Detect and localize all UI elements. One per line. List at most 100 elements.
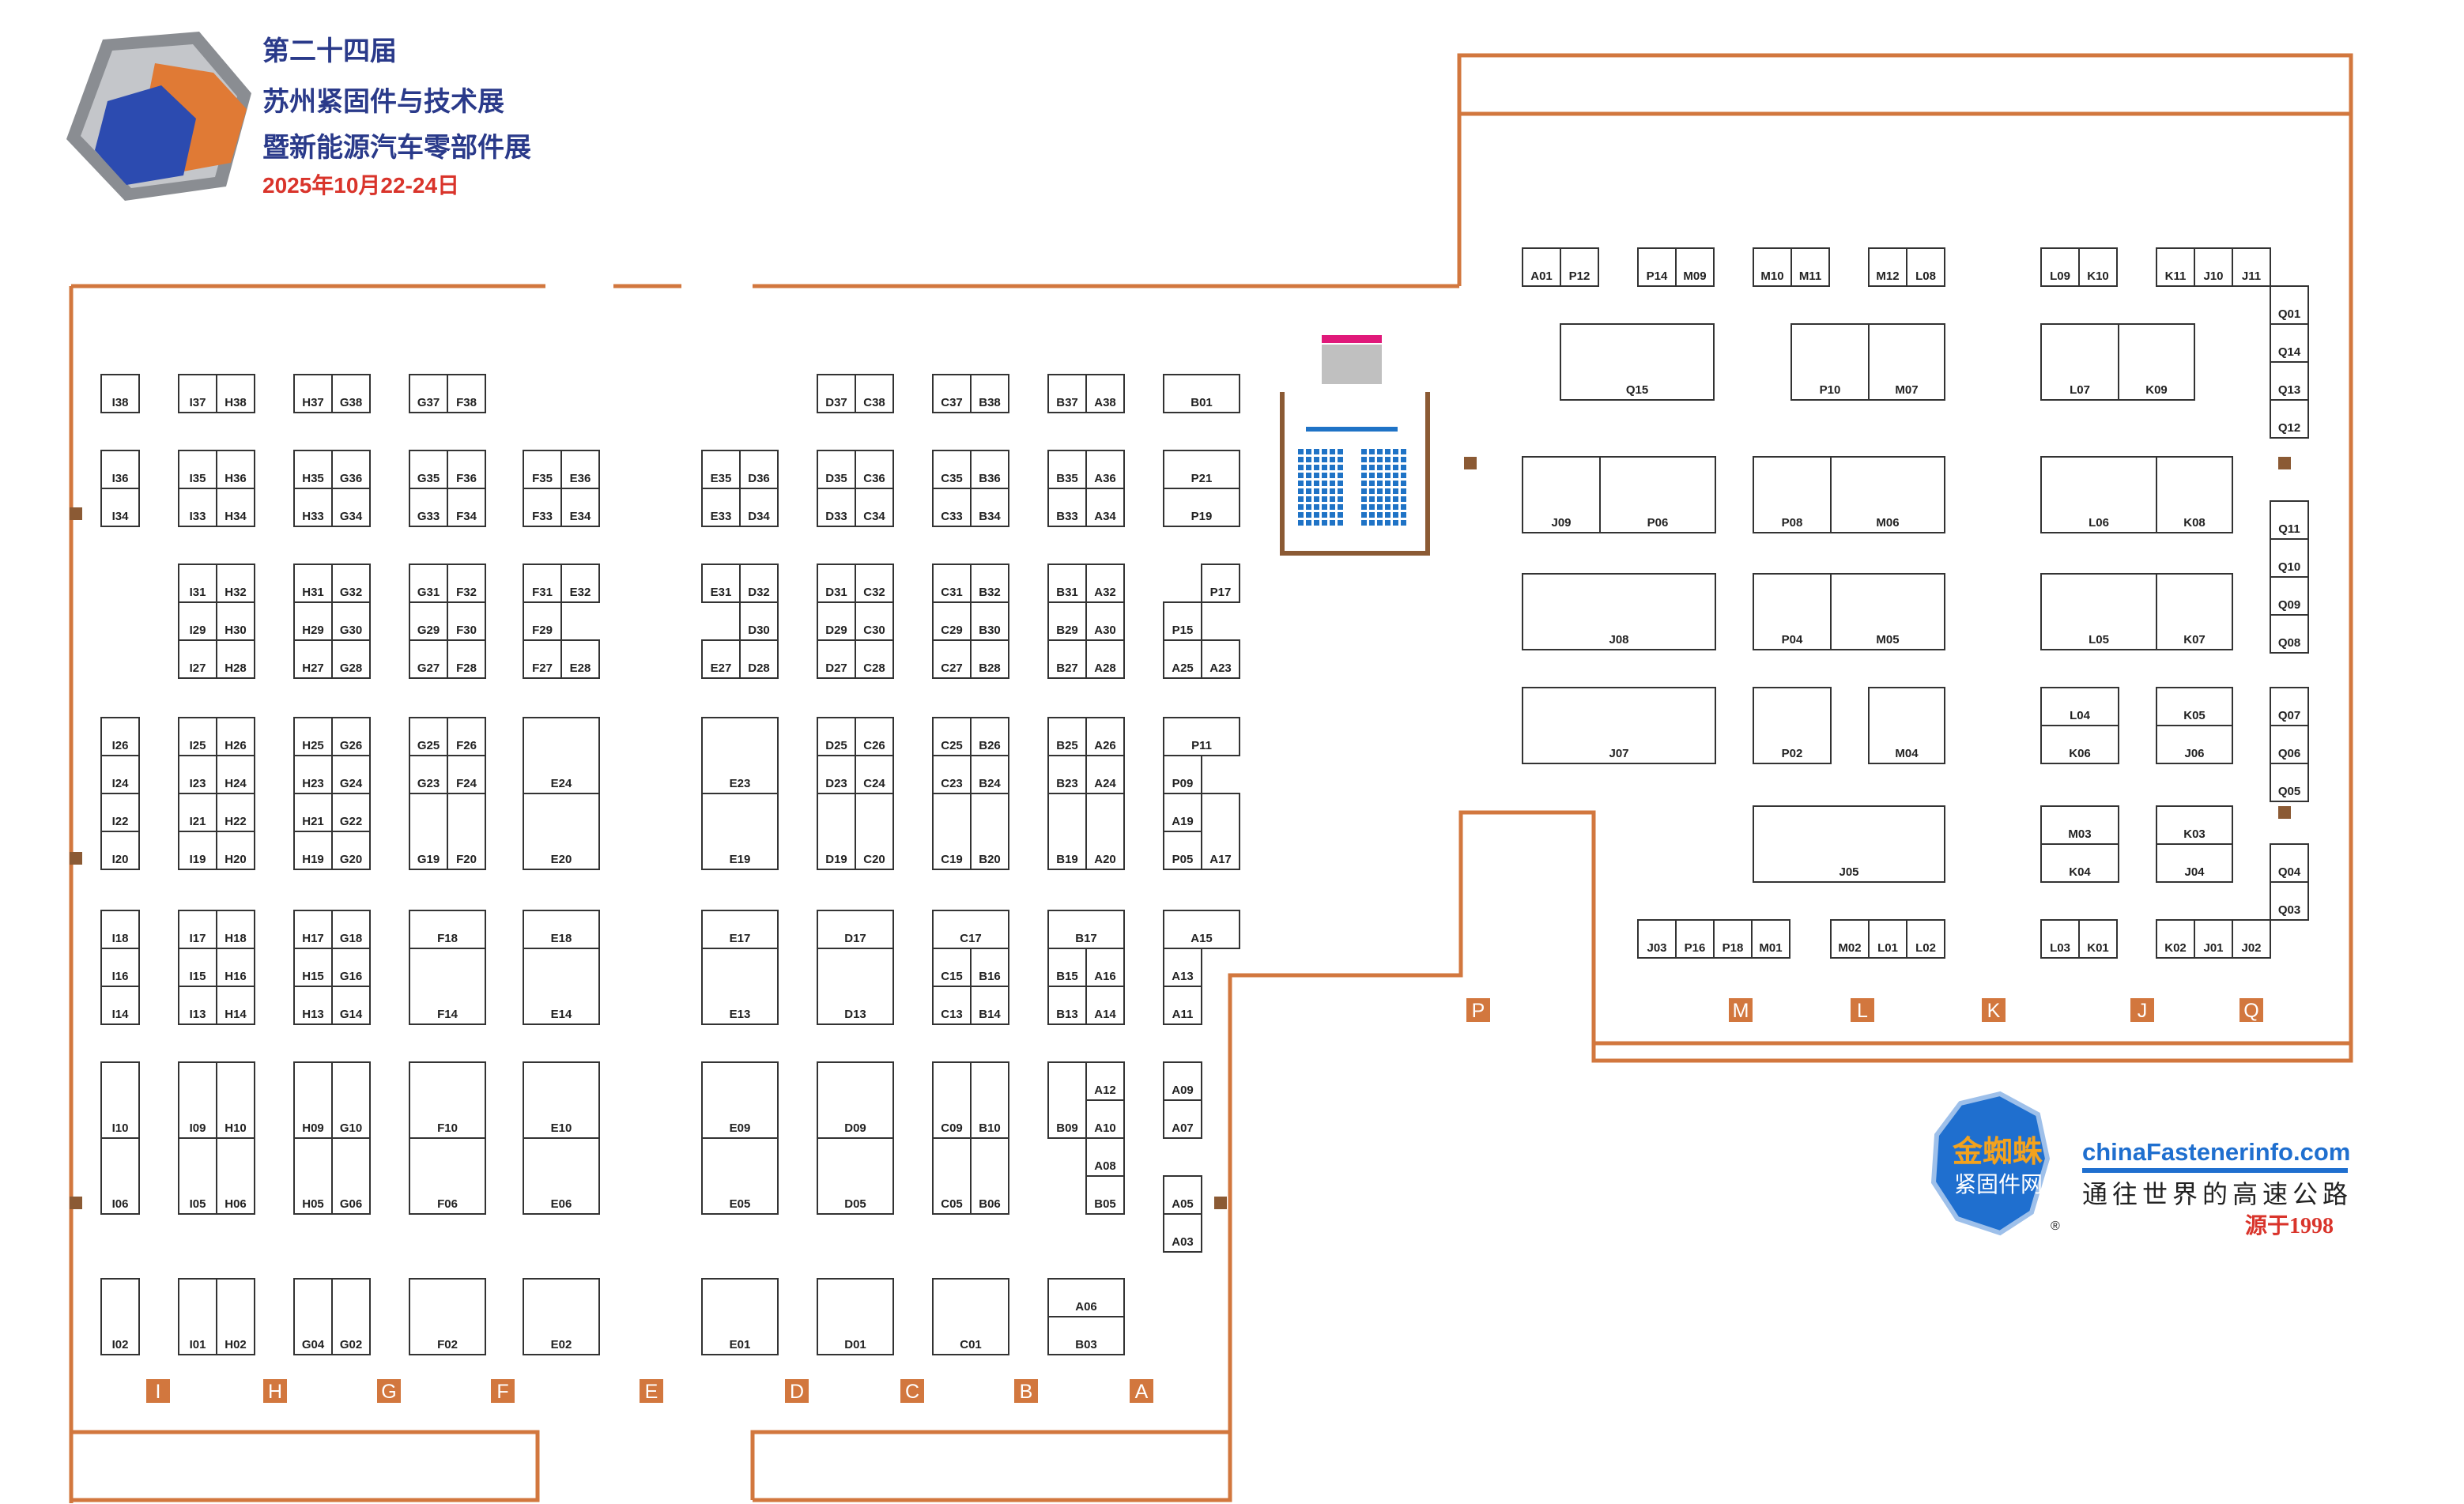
booth-B29[interactable]: B29: [1047, 601, 1087, 641]
booth-L05[interactable]: L05: [2040, 573, 2157, 650]
booth-D34[interactable]: D34: [739, 488, 779, 527]
booth-C33[interactable]: C33: [932, 488, 972, 527]
booth-F27[interactable]: F27: [523, 639, 562, 679]
booth-B34[interactable]: B34: [970, 488, 1009, 527]
booth-K05[interactable]: K05: [2156, 687, 2233, 726]
booth-B23[interactable]: B23: [1047, 755, 1087, 794]
booth-M09[interactable]: M09: [1675, 247, 1715, 287]
booth-C38[interactable]: C38: [855, 374, 894, 413]
booth-E06[interactable]: E06: [523, 1137, 600, 1215]
booth-A24[interactable]: A24: [1085, 755, 1125, 794]
booth-G18[interactable]: G18: [331, 910, 371, 949]
booth-C29[interactable]: C29: [932, 601, 972, 641]
booth-F06[interactable]: F06: [409, 1137, 486, 1215]
booth-I06[interactable]: I06: [100, 1137, 140, 1215]
booth-G27[interactable]: G27: [409, 639, 448, 679]
booth-I29[interactable]: I29: [178, 601, 217, 641]
booth-L03[interactable]: L03: [2040, 919, 2080, 959]
booth-L06[interactable]: L06: [2040, 456, 2157, 533]
booth-F38[interactable]: F38: [447, 374, 486, 413]
booth-C17[interactable]: C17: [932, 910, 1009, 949]
booth-D13[interactable]: D13: [817, 948, 894, 1025]
booth-B35[interactable]: B35: [1047, 450, 1087, 489]
booth-A03[interactable]: A03: [1163, 1213, 1202, 1253]
booth-D25[interactable]: D25: [817, 717, 856, 756]
booth-Q09[interactable]: Q09: [2270, 576, 2309, 616]
booth-H32[interactable]: H32: [216, 564, 255, 603]
booth-H37[interactable]: H37: [293, 374, 333, 413]
booth-P09[interactable]: P09: [1163, 755, 1202, 794]
booth-A10[interactable]: A10: [1085, 1099, 1125, 1139]
booth-E36[interactable]: E36: [560, 450, 600, 489]
booth-K02[interactable]: K02: [2156, 919, 2195, 959]
booth-B37[interactable]: B37: [1047, 374, 1087, 413]
booth-H24[interactable]: H24: [216, 755, 255, 794]
booth-K10[interactable]: K10: [2078, 247, 2118, 287]
booth-P21[interactable]: P21: [1163, 450, 1240, 489]
booth-J11[interactable]: J11: [2232, 247, 2271, 287]
booth-A01[interactable]: A01: [1522, 247, 1561, 287]
booth-K06[interactable]: K06: [2040, 725, 2119, 764]
booth-H22[interactable]: H22: [216, 793, 255, 832]
booth-B16[interactable]: B16: [970, 948, 1009, 987]
booth-H21[interactable]: H21: [293, 793, 333, 832]
booth-G28[interactable]: G28: [331, 639, 371, 679]
booth-K08[interactable]: K08: [2156, 456, 2233, 533]
booth-B20[interactable]: B20: [970, 793, 1009, 870]
booth-A26[interactable]: A26: [1085, 717, 1125, 756]
booth-C13[interactable]: C13: [932, 986, 972, 1025]
booth-I26[interactable]: I26: [100, 717, 140, 756]
booth-B10[interactable]: B10: [970, 1061, 1009, 1139]
booth-P15[interactable]: P15: [1163, 601, 1202, 641]
booth-G34[interactable]: G34: [331, 488, 371, 527]
booth-A23[interactable]: A23: [1201, 639, 1240, 679]
booth-B24[interactable]: B24: [970, 755, 1009, 794]
booth-E35[interactable]: E35: [701, 450, 741, 489]
booth-G29[interactable]: G29: [409, 601, 448, 641]
booth-I18[interactable]: I18: [100, 910, 140, 949]
booth-H38[interactable]: H38: [216, 374, 255, 413]
booth-C19[interactable]: C19: [932, 793, 972, 870]
booth-E19[interactable]: E19: [701, 793, 779, 870]
booth-A38[interactable]: A38: [1085, 374, 1125, 413]
booth-B33[interactable]: B33: [1047, 488, 1087, 527]
booth-E09[interactable]: E09: [701, 1061, 779, 1139]
booth-Q04[interactable]: Q04: [2270, 843, 2309, 883]
booth-Q15[interactable]: Q15: [1560, 323, 1715, 401]
booth-A08[interactable]: A08: [1085, 1137, 1125, 1177]
booth-C31[interactable]: C31: [932, 564, 972, 603]
booth-H26[interactable]: H26: [216, 717, 255, 756]
booth-G04[interactable]: G04: [293, 1278, 333, 1355]
booth-I22[interactable]: I22: [100, 793, 140, 832]
booth-M06[interactable]: M06: [1830, 456, 1945, 533]
booth-F18[interactable]: F18: [409, 910, 486, 949]
booth-D19[interactable]: D19: [817, 793, 856, 870]
booth-A05[interactable]: A05: [1163, 1175, 1202, 1215]
booth-E24[interactable]: E24: [523, 717, 600, 794]
booth-P18[interactable]: P18: [1713, 919, 1753, 959]
booth-E23[interactable]: E23: [701, 717, 779, 794]
booth-K01[interactable]: K01: [2078, 919, 2118, 959]
booth-G25[interactable]: G25: [409, 717, 448, 756]
booth-H20[interactable]: H20: [216, 831, 255, 870]
booth-M10[interactable]: M10: [1753, 247, 1792, 287]
booth-C01[interactable]: C01: [932, 1278, 1009, 1355]
booth-D36[interactable]: D36: [739, 450, 779, 489]
booth-A16[interactable]: A16: [1085, 948, 1125, 987]
booth-P08[interactable]: P08: [1753, 456, 1832, 533]
booth-C27[interactable]: C27: [932, 639, 972, 679]
booth-B36[interactable]: B36: [970, 450, 1009, 489]
booth-J01[interactable]: J01: [2194, 919, 2233, 959]
booth-C35[interactable]: C35: [932, 450, 972, 489]
booth-G06[interactable]: G06: [331, 1137, 371, 1215]
booth-I21[interactable]: I21: [178, 793, 217, 832]
booth-C36[interactable]: C36: [855, 450, 894, 489]
booth-C32[interactable]: C32: [855, 564, 894, 603]
booth-D27[interactable]: D27: [817, 639, 856, 679]
booth-A15[interactable]: A15: [1163, 910, 1240, 949]
booth-Q05[interactable]: Q05: [2270, 763, 2309, 802]
booth-I13[interactable]: I13: [178, 986, 217, 1025]
booth-D09[interactable]: D09: [817, 1061, 894, 1139]
booth-C34[interactable]: C34: [855, 488, 894, 527]
booth-G33[interactable]: G33: [409, 488, 448, 527]
